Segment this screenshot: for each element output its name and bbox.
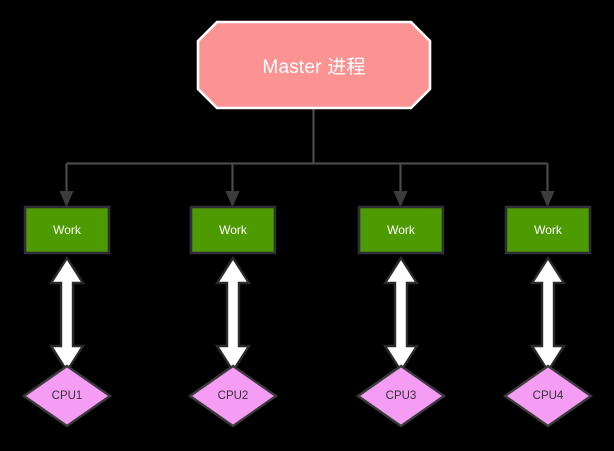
- work-node-shape-2[interactable]: [189, 205, 277, 255]
- tree-arrowhead-2: [225, 191, 240, 208]
- bidirectional-arrow-1: [48, 255, 86, 374]
- cpu-node-shape-1[interactable]: [21, 364, 113, 428]
- master-node-shape[interactable]: [196, 20, 432, 110]
- work-node-shape-1[interactable]: [23, 205, 111, 255]
- cpu-node-shape-4[interactable]: [502, 364, 594, 428]
- bidirectional-arrow-4: [529, 255, 567, 374]
- cpu-node-shape-2[interactable]: [187, 364, 279, 428]
- work-node-group: [23, 205, 592, 255]
- bidirectional-arrow-group: [48, 255, 567, 374]
- bidirectional-arrow-3: [382, 255, 420, 374]
- tree-arrowhead-4: [540, 191, 555, 208]
- work-node-shape-3[interactable]: [357, 205, 445, 255]
- cpu-node-group: [21, 364, 594, 428]
- tree-arrowhead-3: [393, 191, 408, 208]
- cpu-node-shape-3[interactable]: [355, 364, 447, 428]
- tree-connector-group: [59, 108, 555, 208]
- tree-arrowhead-1: [59, 191, 74, 208]
- bidirectional-arrow-2: [214, 255, 252, 374]
- work-node-shape-4[interactable]: [504, 205, 592, 255]
